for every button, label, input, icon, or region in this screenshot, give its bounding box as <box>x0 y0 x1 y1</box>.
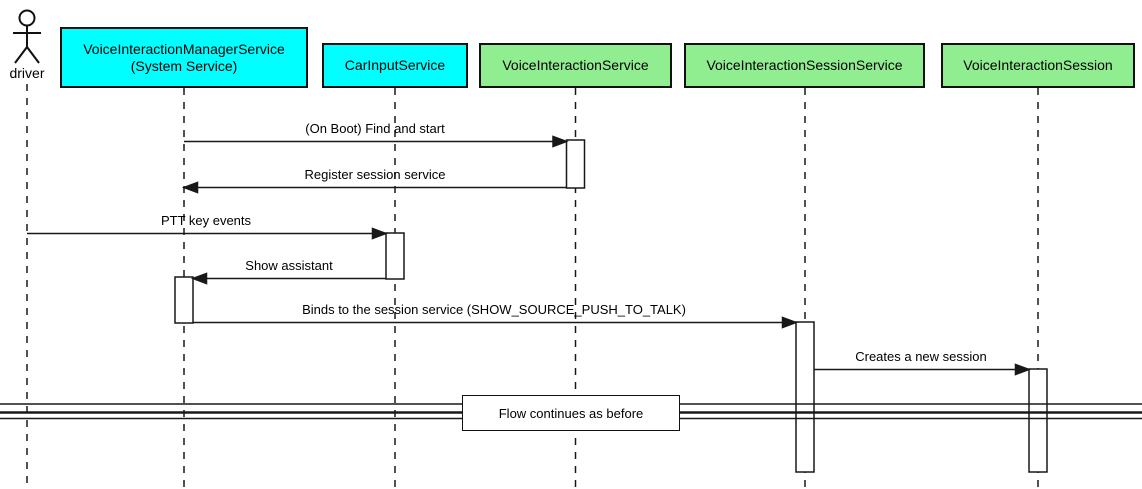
arrow-ptt-key-events <box>27 227 389 240</box>
participant-label: VoiceInteractionSessionService <box>706 57 903 73</box>
divider-label: Flow continues as before <box>498 405 644 421</box>
message-label-creates-a-new-session: Creates a new session <box>855 349 987 364</box>
arrowhead-right-icon <box>781 316 799 329</box>
message-label-on-boot-find-and-start: (On Boot) Find and start <box>305 121 445 136</box>
participant-voiceinteractionsession: VoiceInteractionSession <box>941 43 1135 88</box>
participant-label: VoiceInteractionSession <box>963 57 1113 73</box>
actor-figure-icon <box>13 9 41 64</box>
arrowhead-right-icon <box>1014 363 1032 376</box>
message-label-show-assistant: Show assistant <box>245 258 333 273</box>
arrow-binds-to-session-service <box>193 316 799 329</box>
arrowhead-left-icon <box>190 272 208 285</box>
activation-voiceinteractionsessionservice <box>795 321 815 473</box>
activation-voiceinteractionsession <box>1028 368 1048 473</box>
divider-label-box: Flow continues as before <box>462 395 680 431</box>
message-label-binds-to-session-service: Binds to the session service (SHOW_SOURC… <box>302 302 686 317</box>
activation-voiceinteractionmanagerservice <box>174 276 194 324</box>
participant-voiceinteractionmanagerservice: VoiceInteractionManagerService (System S… <box>60 27 308 88</box>
arrow-show-assistant <box>190 272 386 285</box>
arrow-on-boot-find-and-start <box>184 135 569 148</box>
participant-label: VoiceInteractionManagerService <box>83 40 285 57</box>
activation-bars <box>174 139 1048 473</box>
arrowhead-left-icon <box>181 181 199 194</box>
activation-carinputservice <box>385 232 405 280</box>
message-label-ptt-key-events: PTT key events <box>160 213 252 228</box>
participant-voiceinteractionsessionservice: VoiceInteractionSessionService <box>684 43 925 88</box>
arrowhead-right-icon <box>552 135 569 148</box>
activation-voiceinteractionservice <box>565 139 586 189</box>
arrow-register-session-service <box>181 181 567 194</box>
arrow-creates-a-new-session <box>814 363 1032 376</box>
participant-label: VoiceInteractionService <box>502 57 649 73</box>
actor-label-driver: driver <box>9 65 45 81</box>
participant-sublabel: (System Service) <box>130 57 238 74</box>
arrowhead-right-icon <box>371 227 389 240</box>
participant-carinputservice: CarInputService <box>322 43 468 88</box>
message-arrows <box>27 135 1032 376</box>
participant-voiceinteractionservice: VoiceInteractionService <box>479 43 672 88</box>
participant-label: CarInputService <box>344 57 446 73</box>
message-label-register-session-service: Register session service <box>304 167 446 182</box>
